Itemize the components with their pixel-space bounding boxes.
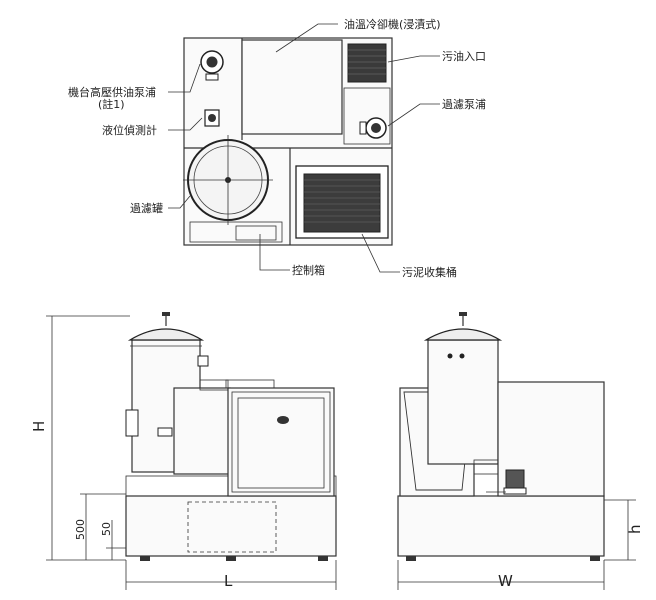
label-high-pressure-pump-note: (註1) (98, 98, 125, 111)
label-level-gauge: 液位偵測計 (102, 123, 157, 137)
high-pressure-pump-icon (200, 50, 224, 81)
dim-50: 50 (100, 520, 126, 560)
front-sludge-cabinet (227, 387, 335, 497)
dim-500: 500 (74, 493, 126, 560)
label-filter-tank: 過濾罐 (130, 201, 163, 215)
side-pump-motor-icon (486, 469, 527, 495)
svg-text:h: h (626, 524, 644, 534)
side-filter-column (427, 339, 499, 465)
level-gauge-icon (204, 109, 220, 127)
label-oil-cooler: 油溫冷卻機(浸漬式) (344, 17, 441, 31)
svg-text:500: 500 (74, 519, 87, 540)
label-high-pressure-pump: 機台高壓供油泵浦 (68, 85, 156, 99)
label-control-box: 控制箱 (292, 263, 325, 277)
top-view: 油溫冷卻機(浸漬式) 污油入口 過濾泵浦 機台高壓供油泵浦 (註1) 液位偵測計… (68, 17, 486, 279)
side-view: h W (397, 312, 644, 590)
svg-text:L: L (224, 572, 233, 590)
front-view: H 500 50 L (30, 312, 337, 590)
svg-text:50: 50 (100, 522, 113, 536)
dim-length: L (125, 560, 337, 590)
label-sludge-bin: 污泥收集桶 (402, 265, 457, 279)
label-filter-pump: 過濾泵浦 (442, 97, 486, 111)
dim-h-small: h (604, 499, 644, 561)
svg-text:W: W (498, 572, 513, 590)
sludge-bin-icon (295, 165, 389, 239)
dim-width: W (397, 560, 605, 590)
oil-cooler-box (241, 39, 343, 135)
control-box (189, 221, 283, 243)
filter-tank-icon (183, 135, 273, 225)
svg-text:H: H (30, 421, 48, 432)
filter-pump-icon (359, 117, 387, 139)
label-dirty-oil-inlet: 污油入口 (442, 49, 486, 63)
front-base (125, 495, 337, 557)
side-base (397, 495, 605, 557)
dirty-oil-inlet-grille (347, 43, 387, 83)
